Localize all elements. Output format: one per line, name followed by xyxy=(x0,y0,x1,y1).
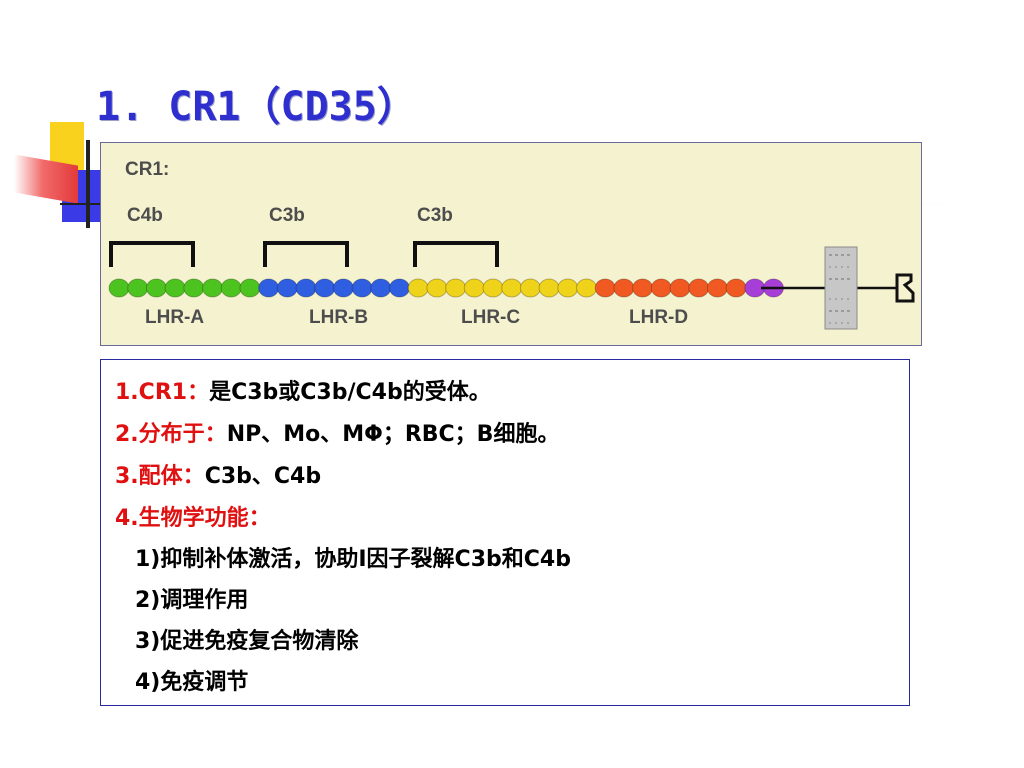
ccp-bead-blue xyxy=(314,278,336,298)
decor-vertical-line xyxy=(86,140,90,228)
point-3-key: 配体： xyxy=(138,464,205,489)
ccp-bead-orange xyxy=(613,278,635,298)
ccp-bead-green xyxy=(202,278,223,298)
point-2-number: 2. xyxy=(115,422,139,447)
cr1-structure-svg: CR1: C4b C3b C3b LHR-A LHR-B LHR-C LHR-D xyxy=(108,159,915,330)
binding-bracket-c4b xyxy=(109,241,195,267)
point-1-text: 是C3b或C3b/C4b的受体。 xyxy=(209,380,491,405)
ccp-bead-yellow xyxy=(538,278,560,298)
ccp-bead-yellow xyxy=(445,278,467,298)
ccp-beads xyxy=(108,278,784,298)
ccp-bead-blue xyxy=(276,278,298,298)
ccp-bead-blue xyxy=(258,278,280,298)
ccp-bead-yellow xyxy=(557,278,579,298)
ccp-bead-yellow xyxy=(463,278,485,298)
ccp-bead-orange xyxy=(632,278,654,298)
ccp-bead-yellow xyxy=(501,278,523,298)
slide-title: 1. CR1（CD35） xyxy=(96,84,417,130)
lhr-label-a: LHR-A xyxy=(145,307,204,328)
ccp-bead-orange xyxy=(669,278,691,298)
binding-label-c3b-2: C3b xyxy=(417,205,453,226)
cell-membrane-block xyxy=(824,246,858,330)
ccp-bead-yellow xyxy=(519,278,541,298)
cytoplasmic-tail xyxy=(895,273,915,303)
ccp-bead-green xyxy=(183,278,205,298)
lhr-label-b: LHR-B xyxy=(309,307,368,328)
ccp-bead-yellow xyxy=(482,278,504,298)
membrane-texture xyxy=(829,254,853,324)
ccp-bead-yellow xyxy=(426,278,448,298)
cr1-structure-diagram: CR1: C4b C3b C3b LHR-A LHR-B LHR-C LHR-D xyxy=(100,142,922,346)
point-2-key: 分布于： xyxy=(138,422,227,447)
binding-bracket-c3b-2 xyxy=(413,241,499,267)
ccp-bead-blue xyxy=(389,278,410,298)
ccp-bead-orange xyxy=(725,278,747,298)
ccp-bead-yellow xyxy=(407,278,429,298)
point-4-key: 生物学功能： xyxy=(138,506,271,531)
ccp-bead-green xyxy=(127,278,149,298)
lhr-label-d: LHR-D xyxy=(629,307,688,328)
ccp-bead-blue xyxy=(370,278,392,298)
binding-label-c3b-1: C3b xyxy=(269,205,305,226)
ccp-bead-green xyxy=(108,278,130,298)
function-item-2: 2)调理作用 xyxy=(135,588,249,613)
point-3-text: C3b、C4b xyxy=(204,464,322,489)
function-item-4: 4)免疫调节 xyxy=(135,670,249,695)
point-1-key: CR1： xyxy=(138,380,210,405)
point-4-number: 4. xyxy=(115,506,139,531)
point-2-text: NP、Mo、MΦ；RBC；B细胞。 xyxy=(226,422,560,447)
diagram-header: CR1: xyxy=(125,159,169,180)
function-item-3: 3)促进免疫复合物清除 xyxy=(135,629,359,654)
ccp-bead-orange xyxy=(650,278,672,298)
binding-label-c4b: C4b xyxy=(127,205,163,226)
point-1: 1.CR1：是C3b或C3b/C4b的受体。 xyxy=(115,374,491,406)
lhr-label-c: LHR-C xyxy=(461,307,520,328)
ccp-bead-green xyxy=(164,278,186,298)
ccp-bead-orange xyxy=(706,278,728,298)
ccp-bead-orange xyxy=(594,278,616,298)
point-4: 4.生物学功能： xyxy=(115,500,271,532)
ccp-bead-blue xyxy=(351,278,373,298)
ccp-bead-orange xyxy=(688,278,710,298)
ccp-bead-green xyxy=(220,278,242,298)
ccp-bead-yellow xyxy=(576,278,597,298)
ccp-bead-blue xyxy=(332,278,354,298)
point-1-number: 1. xyxy=(115,380,139,405)
point-3: 3.配体：C3b、C4b xyxy=(115,458,321,490)
binding-bracket-c3b-1 xyxy=(263,241,349,267)
ccp-bead-green xyxy=(145,278,167,298)
point-3-number: 3. xyxy=(115,464,139,489)
ccp-bead-blue xyxy=(295,278,317,298)
function-item-1: 1)抑制补体激活，协助I因子裂解C3b和C4b xyxy=(135,547,571,572)
point-2: 2.分布于：NP、Mo、MΦ；RBC；B细胞。 xyxy=(115,416,559,448)
ccp-bead-green xyxy=(239,278,261,298)
cr1-description-box: 1.CR1：是C3b或C3b/C4b的受体。 2.分布于：NP、Mo、MΦ；RB… xyxy=(100,359,910,706)
